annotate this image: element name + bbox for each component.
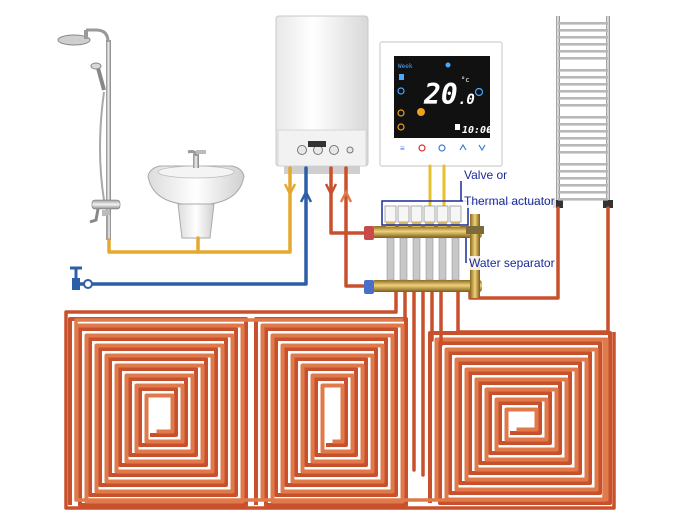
radiator-bar bbox=[558, 191, 608, 194]
thermal-actuator bbox=[411, 206, 422, 222]
underfloor-heating-coils bbox=[66, 312, 614, 508]
radiator-bar bbox=[558, 43, 608, 46]
thermostat-time-unit: h bbox=[487, 126, 492, 135]
sink-icon bbox=[148, 150, 244, 238]
lock-icon bbox=[455, 124, 460, 130]
radiator-bar bbox=[558, 116, 608, 119]
radiator-bar bbox=[558, 57, 608, 60]
manifold-port bbox=[387, 238, 394, 280]
mode-icon bbox=[399, 74, 404, 80]
radiator-bar bbox=[558, 22, 608, 25]
sun-icon bbox=[417, 108, 425, 116]
radiator-bar bbox=[558, 123, 608, 126]
thermostat-temperature-decimal: .0 bbox=[458, 92, 475, 108]
radiator-bar bbox=[558, 184, 608, 187]
menu-button-icon[interactable]: ≡ bbox=[400, 144, 405, 153]
radiator-bar bbox=[558, 144, 608, 147]
cold-water-valve-icon bbox=[70, 268, 92, 290]
towel-radiator bbox=[553, 16, 613, 208]
thermal-actuator-label: Thermal actuator bbox=[463, 194, 556, 208]
water-separator-label: Water separator bbox=[468, 256, 556, 270]
thermostat-temperature-main: 20 bbox=[423, 78, 458, 111]
thermal-actuator bbox=[424, 206, 435, 222]
radiator-bar bbox=[558, 83, 608, 86]
radiator-bar bbox=[558, 104, 608, 107]
manifold-port bbox=[400, 238, 407, 280]
radiator-bar bbox=[558, 97, 608, 100]
radiator-bar bbox=[558, 69, 608, 72]
radiator-bar bbox=[558, 29, 608, 32]
manifold-port bbox=[426, 238, 433, 280]
radiator-bar bbox=[558, 130, 608, 133]
thermostat-unit: °c bbox=[461, 76, 469, 84]
radiator-bar bbox=[558, 36, 608, 39]
shower-icon bbox=[58, 30, 120, 240]
thermostat: Week 20 .0 °c 10:00 h ≡ bbox=[380, 42, 502, 166]
manifold-port bbox=[439, 238, 446, 280]
radiator-bar bbox=[558, 137, 608, 140]
radiator-bar bbox=[558, 50, 608, 53]
flow-arrows bbox=[285, 184, 351, 202]
radiator-bar bbox=[558, 76, 608, 79]
power-indicator-icon bbox=[446, 63, 451, 68]
thermal-actuator bbox=[437, 206, 448, 222]
valve-label: Valve or bbox=[463, 168, 508, 182]
radiator-bar bbox=[558, 198, 608, 201]
thermal-actuator bbox=[385, 206, 396, 222]
boiler bbox=[276, 16, 368, 174]
radiator-bar bbox=[558, 177, 608, 180]
radiator-bar bbox=[558, 163, 608, 166]
radiator-bar bbox=[558, 170, 608, 173]
radiator-bar bbox=[558, 151, 608, 154]
thermal-actuator bbox=[398, 206, 409, 222]
radiator-bar bbox=[558, 90, 608, 93]
manifold-port bbox=[452, 238, 459, 280]
manifold-port bbox=[413, 238, 420, 280]
thermostat-mode-text: Week bbox=[398, 63, 413, 70]
thermal-actuator bbox=[450, 206, 461, 222]
